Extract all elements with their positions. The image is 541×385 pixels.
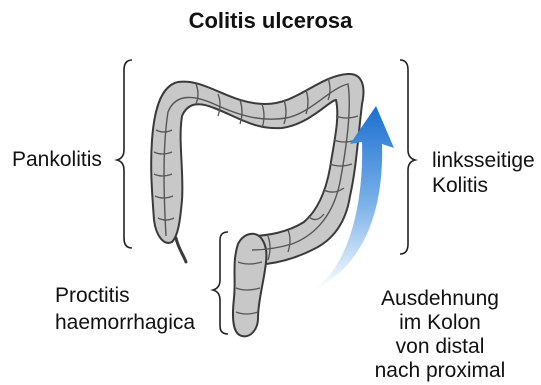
- ausdehnung-line-2: im Kolon: [340, 311, 540, 335]
- ausdehnung-line-4: nach proximal: [340, 359, 540, 383]
- pankolitis-bracket: [117, 60, 132, 248]
- ausdehnung-line-3: von distal: [340, 335, 540, 359]
- linksseitige-kolitis-line-2: Kolitis: [432, 173, 535, 198]
- proctitis-bracket: [213, 232, 228, 334]
- linksseitige-kolitis-bracket: [400, 60, 415, 254]
- proctitis-line-2: haemorrhagica: [55, 309, 195, 336]
- ausdehnung-label: Ausdehnung im Kolon von distal nach prox…: [340, 287, 540, 383]
- pankolitis-label: Pankolitis: [12, 148, 102, 172]
- ausdehnung-line-1: Ausdehnung: [340, 287, 540, 311]
- proctitis-label: Proctitis haemorrhagica: [55, 282, 195, 336]
- appendix: [176, 238, 186, 262]
- linksseitige-kolitis-label: linksseitige Kolitis: [432, 148, 535, 198]
- proctitis-line-1: Proctitis: [55, 282, 195, 309]
- linksseitige-kolitis-line-1: linksseitige: [432, 148, 535, 173]
